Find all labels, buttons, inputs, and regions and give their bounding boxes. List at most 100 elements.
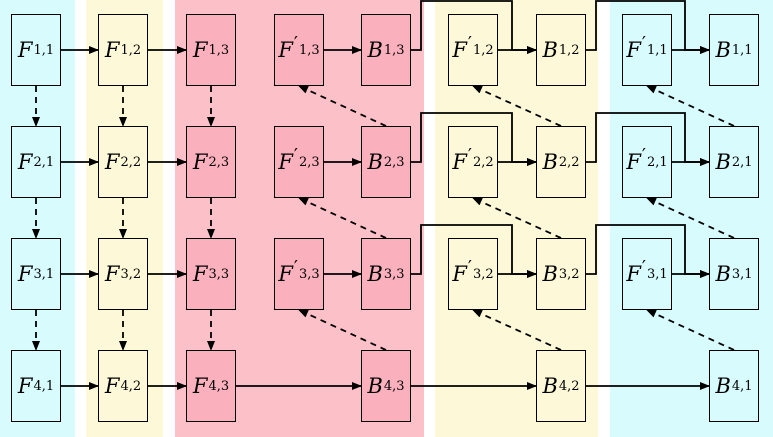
node-symbol: B	[715, 374, 731, 398]
grad-b22-to-b21	[586, 112, 710, 166]
node-subscript: 4,2	[120, 378, 142, 394]
node-symbol: F	[17, 150, 33, 174]
node-subscript: 4,1	[731, 378, 753, 394]
node-subscript: 2,1	[731, 154, 753, 170]
node-subscript: 1,3	[208, 42, 230, 58]
prime-mark: ′	[641, 144, 646, 166]
node-symbol: B	[542, 262, 558, 286]
prime-mark: ′	[293, 32, 298, 54]
node-subscript: 1,2	[472, 42, 494, 58]
node-subscript: 2,3	[208, 154, 230, 170]
node-subscript: 3,3	[383, 266, 405, 282]
node-subscript: 2,1	[646, 154, 668, 170]
node-symbol: B	[715, 262, 731, 286]
dep-b22-to-fp12	[472, 85, 562, 127]
prime-mark: ′	[467, 144, 472, 166]
node-symbol: B	[542, 374, 558, 398]
node-subscript: 1,1	[646, 42, 668, 58]
node-subscript: 2,3	[298, 154, 320, 170]
node-subscript: 1,2	[120, 42, 142, 58]
grad-b12-to-b11	[586, 0, 710, 54]
node-fp21: F′2,1	[622, 126, 672, 198]
node-symbol: F	[626, 262, 641, 286]
node-fp12: F′1,2	[448, 14, 498, 86]
band-stage-1-left	[0, 0, 75, 437]
dep-b31-to-fp21	[646, 197, 735, 239]
dep-b43-to-fp33	[298, 309, 387, 351]
node-symbol: F	[626, 38, 641, 62]
node-subscript: 1,1	[731, 42, 753, 58]
node-fp31: F′3,1	[622, 238, 672, 310]
node-symbol: F	[104, 38, 120, 62]
node-symbol: F	[17, 38, 33, 62]
node-subscript: 3,2	[558, 266, 580, 282]
node-subscript: 4,3	[383, 378, 405, 394]
node-subscript: 2,2	[472, 154, 494, 170]
node-subscript: 1,3	[383, 42, 405, 58]
node-subscript: 3,1	[731, 266, 753, 282]
node-fp11: F′1,1	[622, 14, 672, 86]
node-symbol: B	[367, 38, 383, 62]
node-fp23: F′2,3	[274, 126, 324, 198]
node-symbol: B	[367, 374, 383, 398]
node-fp33: F′3,3	[274, 238, 324, 310]
node-subscript: 1,1	[33, 42, 55, 58]
node-symbol: B	[715, 38, 731, 62]
node-symbol: F	[626, 150, 641, 174]
node-fp22: F′2,2	[448, 126, 498, 198]
grad-b32-to-b31	[586, 224, 710, 278]
node-symbol: F	[452, 262, 467, 286]
node-subscript: 4,3	[208, 378, 230, 394]
node-fp13: F′1,3	[274, 14, 324, 86]
node-symbol: F	[104, 150, 120, 174]
node-subscript: 3,3	[208, 266, 230, 282]
node-subscript: 4,2	[558, 378, 580, 394]
node-symbol: F	[192, 38, 208, 62]
node-subscript: 3,2	[120, 266, 142, 282]
node-subscript: 4,1	[33, 378, 55, 394]
node-symbol: F	[452, 150, 467, 174]
dep-b32-to-fp22	[472, 197, 562, 239]
prime-mark: ′	[467, 256, 472, 278]
prime-mark: ′	[467, 32, 472, 54]
grad-b33-to-b32	[411, 224, 537, 278]
dep-b33-to-fp23	[298, 197, 387, 239]
node-subscript: 3,1	[646, 266, 668, 282]
node-symbol: F	[17, 262, 33, 286]
node-symbol: F	[104, 374, 120, 398]
node-subscript: 2,2	[120, 154, 142, 170]
dep-b42-to-fp32	[472, 309, 562, 351]
node-subscript: 2,1	[33, 154, 55, 170]
node-symbol: B	[542, 150, 558, 174]
grad-b13-to-b12	[411, 0, 537, 54]
prime-mark: ′	[293, 256, 298, 278]
node-fp32: F′3,2	[448, 238, 498, 310]
node-symbol: F	[452, 38, 467, 62]
node-subscript: 3,1	[33, 266, 55, 282]
prime-mark: ′	[293, 144, 298, 166]
node-symbol: F	[192, 374, 208, 398]
node-symbol: B	[542, 38, 558, 62]
